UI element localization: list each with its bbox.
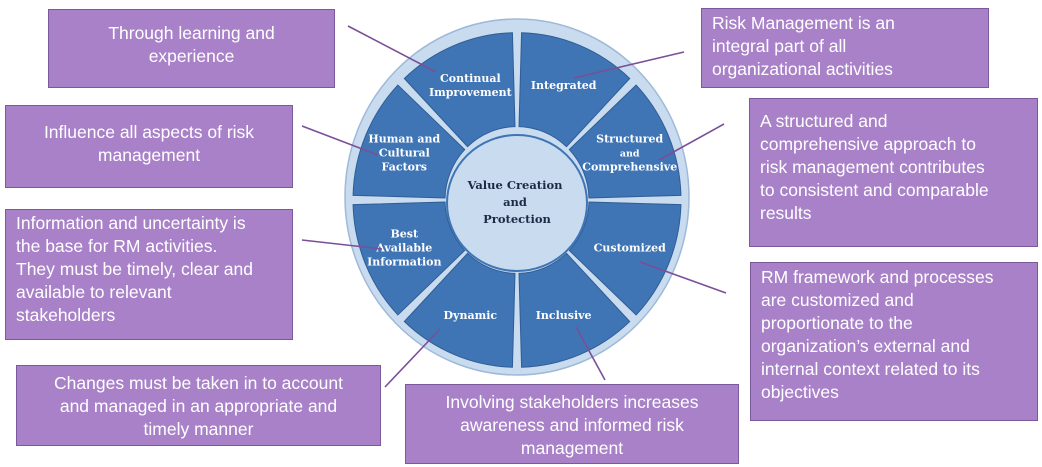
connector-integrated — [573, 51, 685, 79]
segment-integrated — [518, 32, 631, 148]
callout-structured-comprehensive: A structured and comprehensive approach … — [749, 98, 1038, 247]
callout-continual-improvement: Through learning and experience — [48, 9, 335, 88]
connector-best-information — [301, 239, 383, 250]
wheel-center — [446, 134, 588, 272]
connector-inclusive — [575, 326, 606, 381]
segment-continual-improvement — [403, 32, 516, 148]
connector-structured — [658, 123, 725, 161]
callout-dynamic: Changes must be taken in to account and … — [16, 365, 381, 446]
connector-lines — [301, 25, 727, 388]
wheel-segments — [352, 32, 682, 368]
segment-best-available-information — [352, 201, 466, 316]
connector-human-cultural — [301, 125, 379, 156]
connector-customized — [639, 261, 727, 294]
callout-inclusive: Involving stakeholders increases awarene… — [405, 384, 739, 464]
segment-customized — [568, 201, 682, 316]
segment-label-integrated: Integrated — [531, 79, 597, 92]
segment-label-inclusive: Inclusive — [536, 309, 592, 322]
center-label: Value Creation and Protection — [466, 178, 566, 226]
segment-label-customized: Customized — [594, 242, 666, 255]
connector-continual-improvement — [347, 25, 437, 73]
segment-structured-comprehensive — [568, 84, 682, 199]
callout-customized: RM framework and processes are customize… — [750, 262, 1038, 421]
callout-integrated: Risk Management is an integral part of a… — [701, 8, 989, 88]
connector-dynamic — [384, 328, 441, 388]
segment-human-cultural-factors — [352, 84, 466, 199]
segment-dynamic — [403, 252, 516, 368]
segment-label-dynamic: Dynamic — [444, 309, 498, 322]
callout-best-available-information: Information and uncertainty is the base … — [5, 209, 293, 340]
callout-human-cultural-factors: Influence all aspects of risk management — [5, 105, 293, 188]
segment-inclusive — [518, 252, 631, 368]
